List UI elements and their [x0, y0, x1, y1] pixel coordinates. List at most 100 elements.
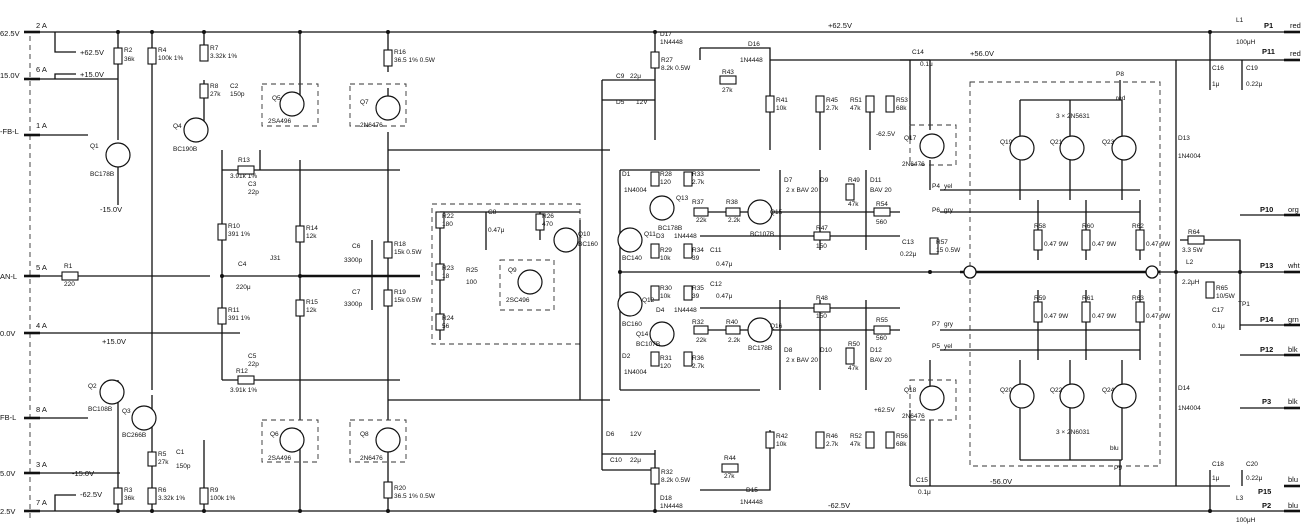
svg-text:0.47 9W: 0.47 9W	[1146, 241, 1171, 248]
svg-text:15k 0.5W: 15k 0.5W	[394, 249, 422, 256]
out-p10: P10 org	[1260, 205, 1300, 217]
svg-text:R36: R36	[692, 355, 704, 362]
svg-text:R24: R24	[442, 315, 454, 322]
svg-text:22k: 22k	[696, 217, 707, 224]
bias-stage: R22 180 C8 0.47μ R26 470 Q10 BC160 R23 1…	[431, 203, 598, 400]
transistor-q17	[919, 133, 945, 159]
svg-text:Q14: Q14	[636, 331, 649, 338]
svg-text:C5: C5	[248, 353, 257, 360]
svg-text:2.7k: 2.7k	[826, 441, 839, 448]
resistor-r12	[237, 375, 255, 385]
svg-text:D10: D10	[820, 347, 832, 354]
resistor-r43	[719, 75, 737, 85]
svg-text:3.3 5W: 3.3 5W	[1182, 247, 1203, 254]
svg-text:R41: R41	[776, 97, 788, 104]
svg-text:TP1: TP1	[1238, 301, 1250, 308]
svg-text:150: 150	[816, 243, 827, 250]
svg-text:R56: R56	[896, 433, 908, 440]
svg-text:R3: R3	[124, 487, 133, 494]
svg-text:C12: C12	[710, 281, 722, 288]
transistor-q5	[279, 91, 305, 117]
supply-annotations: +62.5V +15.0V -15.0V +15.0V -15.0V -62.5…	[54, 32, 126, 511]
transistor-q19	[1009, 135, 1035, 161]
svg-text:2.7k: 2.7k	[692, 179, 705, 186]
svg-text:P6: P6	[932, 207, 940, 214]
svg-text:22μ: 22μ	[630, 457, 641, 464]
transistor-q6	[279, 427, 305, 453]
connector-62v-neg: 7 A 2.5V	[0, 498, 47, 516]
svg-text:R31: R31	[660, 355, 672, 362]
svg-text:1N4448: 1N4448	[740, 57, 763, 64]
resistor-r22	[435, 211, 445, 229]
svg-text:R43: R43	[722, 69, 734, 76]
svg-text:2N6476: 2N6476	[902, 161, 925, 168]
output-network: L1 100μH L3 100μH C16 1μ C19 0.22μ C18 1…	[1160, 17, 1290, 524]
resistor-r16	[383, 49, 393, 67]
svg-text:10k: 10k	[776, 441, 787, 448]
svg-text:P15: P15	[1258, 487, 1271, 496]
svg-text:C14: C14	[912, 49, 924, 56]
svg-text:150p: 150p	[230, 91, 245, 98]
svg-text:D5: D5	[616, 99, 625, 106]
svg-text:391 1%: 391 1%	[228, 231, 250, 238]
svg-text:Q8: Q8	[360, 431, 369, 438]
svg-text:Q2: Q2	[88, 383, 97, 390]
transistor-q18	[919, 385, 945, 411]
svg-text:27k: 27k	[158, 459, 169, 466]
resistor-r24	[435, 313, 445, 331]
svg-text:grn: grn	[1288, 315, 1299, 324]
resistor-r45	[815, 95, 825, 113]
svg-text:C18: C18	[1212, 461, 1224, 468]
transistor-q16	[747, 317, 773, 343]
resistor-r10	[217, 223, 227, 241]
svg-text:R20: R20	[394, 485, 406, 492]
svg-text:D14: D14	[1178, 385, 1190, 392]
svg-text:R57: R57	[936, 239, 948, 246]
svg-text:1μ: 1μ	[1212, 475, 1220, 482]
svg-text:2.7k: 2.7k	[826, 105, 839, 112]
svg-text:0.22μ: 0.22μ	[1246, 81, 1263, 88]
output-stage: C14 0.1μ Q17 2N6476 Q18 2N6476 Q19 Q21 Q…	[902, 49, 1171, 496]
svg-text:180: 180	[442, 221, 453, 228]
positive-56-rail: +56.0V	[900, 49, 1290, 61]
resistor-r60	[1081, 229, 1091, 251]
svg-text:0.47 9W: 0.47 9W	[1146, 313, 1171, 320]
svg-text:R64: R64	[1188, 229, 1200, 236]
resistor-r13	[237, 165, 255, 175]
svg-text:1N4004: 1N4004	[1178, 405, 1201, 412]
transistor-q10	[553, 227, 579, 253]
svg-text:C20: C20	[1246, 461, 1258, 468]
svg-text:J31: J31	[270, 255, 281, 262]
svg-text:R44: R44	[724, 455, 736, 462]
svg-text:2N6476: 2N6476	[902, 413, 925, 420]
svg-text:27k: 27k	[724, 473, 735, 480]
svg-text:R26: R26	[542, 213, 554, 220]
svg-text:0.47 9W: 0.47 9W	[1092, 313, 1117, 320]
svg-text:+62.5V: +62.5V	[80, 48, 104, 57]
svg-text:68k: 68k	[896, 105, 907, 112]
svg-text:3.91k 1%: 3.91k 1%	[230, 173, 257, 180]
svg-text:R2: R2	[124, 47, 133, 54]
svg-text:red: red	[1290, 49, 1301, 58]
out-p1: P1 red	[1264, 21, 1301, 34]
svg-text:2SA496: 2SA496	[268, 455, 292, 462]
svg-text:D2: D2	[622, 353, 631, 360]
resistor-r54	[873, 207, 891, 217]
resistor-r18	[383, 241, 393, 259]
svg-text:R12: R12	[236, 368, 248, 375]
svg-text:C4: C4	[238, 261, 247, 268]
svg-text:R28: R28	[660, 171, 672, 178]
svg-text:0.47μ: 0.47μ	[716, 293, 733, 300]
svg-text:2 x BAV 20: 2 x BAV 20	[786, 357, 818, 364]
svg-text:P7: P7	[932, 321, 940, 328]
svg-text:P2: P2	[1262, 501, 1271, 510]
svg-text:R32: R32	[692, 319, 704, 326]
svg-text:Q17: Q17	[904, 135, 917, 142]
svg-text:10k: 10k	[776, 105, 787, 112]
svg-text:Q4: Q4	[173, 123, 182, 130]
svg-text:36k: 36k	[124, 56, 135, 63]
transistor-q24	[1111, 383, 1137, 409]
svg-text:R61: R61	[1082, 295, 1094, 302]
svg-text:R6: R6	[158, 487, 167, 494]
